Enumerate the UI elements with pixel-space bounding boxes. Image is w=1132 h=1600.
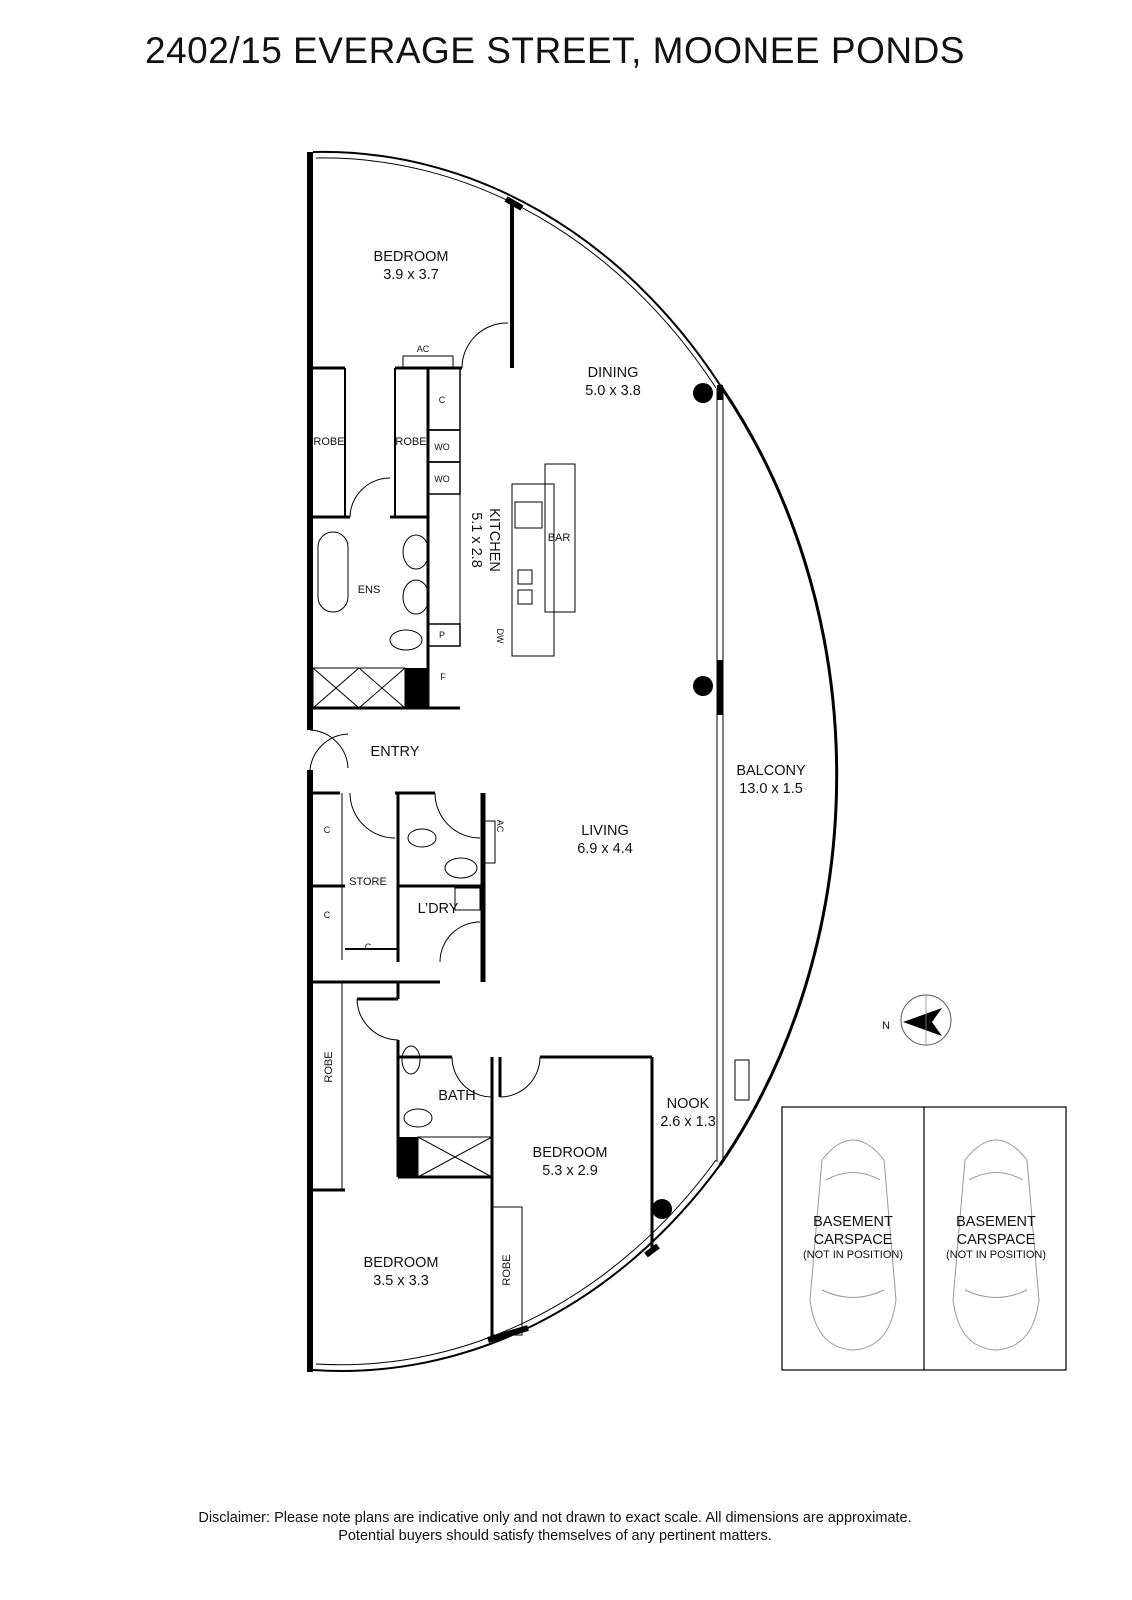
robe-label: ROBE — [501, 1254, 513, 1285]
carspaces: BASEMENT CARSPACE (NOT IN POSITION) BASE… — [781, 1106, 1067, 1371]
compass: N — [882, 994, 952, 1046]
wall-oven-label: WO — [434, 442, 450, 452]
store-label: STORE — [349, 876, 387, 888]
wall-oven-label: WO — [434, 474, 450, 484]
disclaimer: Disclaimer: Please note plans are indica… — [0, 1509, 1110, 1545]
dining-name: DINING — [588, 365, 639, 381]
bar-label: BAR — [548, 532, 571, 544]
cupboard-label: C — [324, 910, 331, 920]
ens-label: ENS — [358, 584, 381, 596]
living-name: LIVING — [581, 823, 629, 839]
room-labels: BEDROOM 3.9 x 3.7 DINING 5.0 x 3.8 KITCH… — [349, 249, 806, 1289]
bedroom3-name: BEDROOM — [364, 1255, 439, 1271]
dishwasher-label: DW — [495, 629, 505, 644]
robe-label: ROBE — [395, 436, 426, 448]
bedroom1-name: BEDROOM — [374, 249, 449, 265]
carspace-2-line2: CARSPACE — [957, 1232, 1036, 1248]
robe-label: ROBE — [313, 436, 344, 448]
kitchen-dims: 5.1 x 2.8 — [468, 512, 484, 568]
entry-label: ENTRY — [371, 744, 420, 760]
disclaimer-line1: Disclaimer: Please note plans are indica… — [198, 1510, 912, 1526]
balcony-dims: 13.0 x 1.5 — [739, 781, 803, 797]
balcony-name: BALCONY — [736, 763, 806, 779]
kitchen-name: KITCHEN — [486, 508, 502, 572]
carspace-1-line1: BASEMENT — [813, 1214, 893, 1230]
bedroom1-dims: 3.9 x 3.7 — [383, 267, 439, 283]
dining-dims: 5.0 x 3.8 — [585, 383, 641, 399]
laundry-label: L’DRY — [418, 901, 459, 917]
cupboard-label: C — [439, 395, 446, 405]
cupboard-label: C — [324, 825, 331, 835]
disclaimer-line2: Potential buyers should satisfy themselv… — [338, 1528, 772, 1544]
robe-label: ROBE — [323, 1051, 335, 1082]
car-icon — [952, 1139, 1040, 1351]
nook-dims: 2.6 x 1.3 — [660, 1114, 716, 1130]
bedroom3-dims: 3.5 x 3.3 — [373, 1273, 429, 1289]
ac-label: AC — [495, 820, 505, 833]
carspace-2-line1: BASEMENT — [956, 1214, 1036, 1230]
nook-name: NOOK — [667, 1096, 710, 1112]
ac-label: AC — [417, 344, 430, 354]
carspace-2-note: (NOT IN POSITION) — [946, 1249, 1046, 1261]
entry-door — [309, 729, 349, 771]
north-label: N — [882, 1020, 890, 1032]
carspace-1-line2: CARSPACE — [814, 1232, 893, 1248]
bedroom2-name: BEDROOM — [533, 1145, 608, 1161]
cupboard-label: C — [365, 942, 372, 952]
carspace-1-note: (NOT IN POSITION) — [803, 1249, 903, 1261]
fridge-label: F — [440, 672, 446, 682]
page-title: 2402/15 EVERAGE STREET, MOONEE PONDS — [145, 30, 965, 71]
living-dims: 6.9 x 4.4 — [577, 841, 633, 857]
fixture-labels: AC C WO WO P F BAR DW ROBE ROBE C C C AC… — [313, 344, 570, 1286]
pantry-label: P — [439, 630, 445, 640]
bath-label: BATH — [438, 1088, 476, 1104]
walls — [307, 150, 839, 1372]
bedroom2-dims: 5.3 x 2.9 — [542, 1163, 598, 1179]
car-icon — [809, 1139, 897, 1351]
